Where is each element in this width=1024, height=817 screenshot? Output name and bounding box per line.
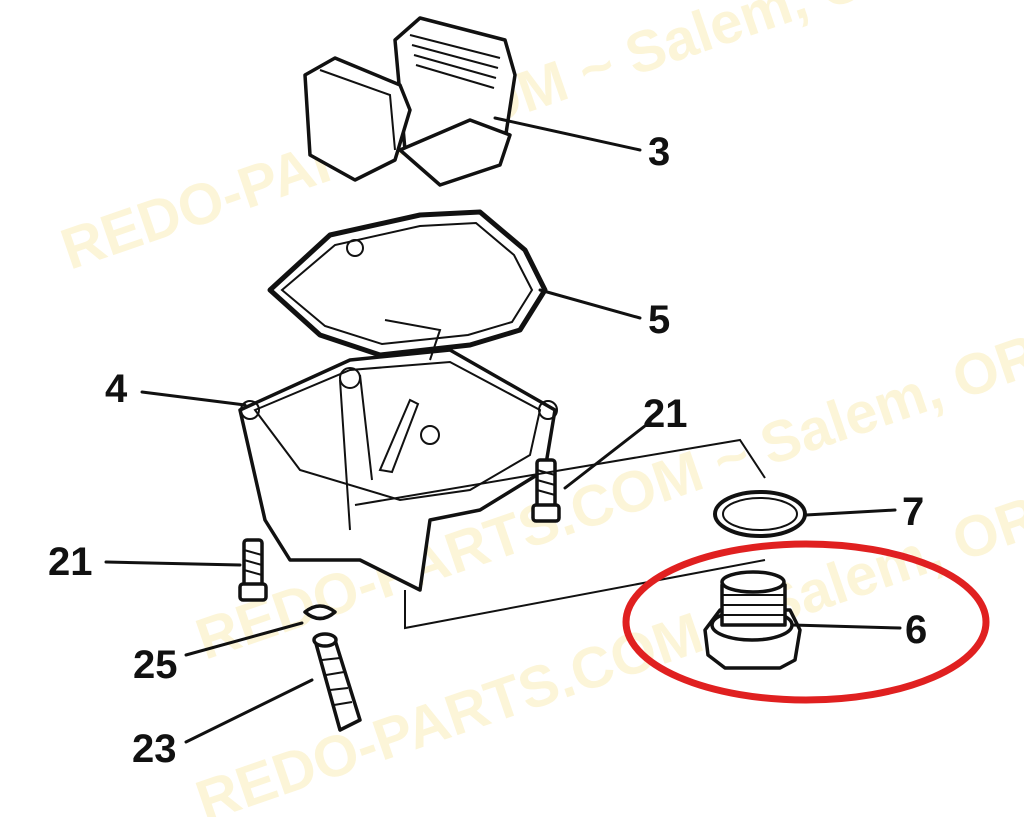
callout-21-left: 21 — [48, 540, 93, 584]
part-6-drain-plug — [703, 570, 802, 670]
leader-lines — [104, 116, 902, 744]
part-3-bracket — [303, 16, 517, 187]
part-21-screw-left — [238, 538, 268, 602]
callout-4: 4 — [105, 367, 128, 411]
part-7-o-ring — [713, 490, 807, 538]
part-4-float-bowl — [238, 319, 558, 592]
highlight-ellipse — [622, 540, 990, 704]
part-5-gasket — [267, 209, 548, 358]
callout-23: 23 — [132, 727, 177, 771]
callout-7: 7 — [902, 490, 924, 534]
callout-25: 25 — [133, 643, 178, 687]
part-21-screw-right — [531, 458, 561, 523]
part-25-clip — [303, 604, 337, 621]
callout-5: 5 — [648, 298, 670, 342]
callout-6: 6 — [905, 608, 927, 652]
part-23-hose — [312, 632, 362, 732]
callout-labels: 3 5 4 21 21 7 6 25 23 — [48, 130, 927, 771]
callout-21-right: 21 — [643, 392, 688, 436]
callout-3: 3 — [648, 130, 670, 174]
